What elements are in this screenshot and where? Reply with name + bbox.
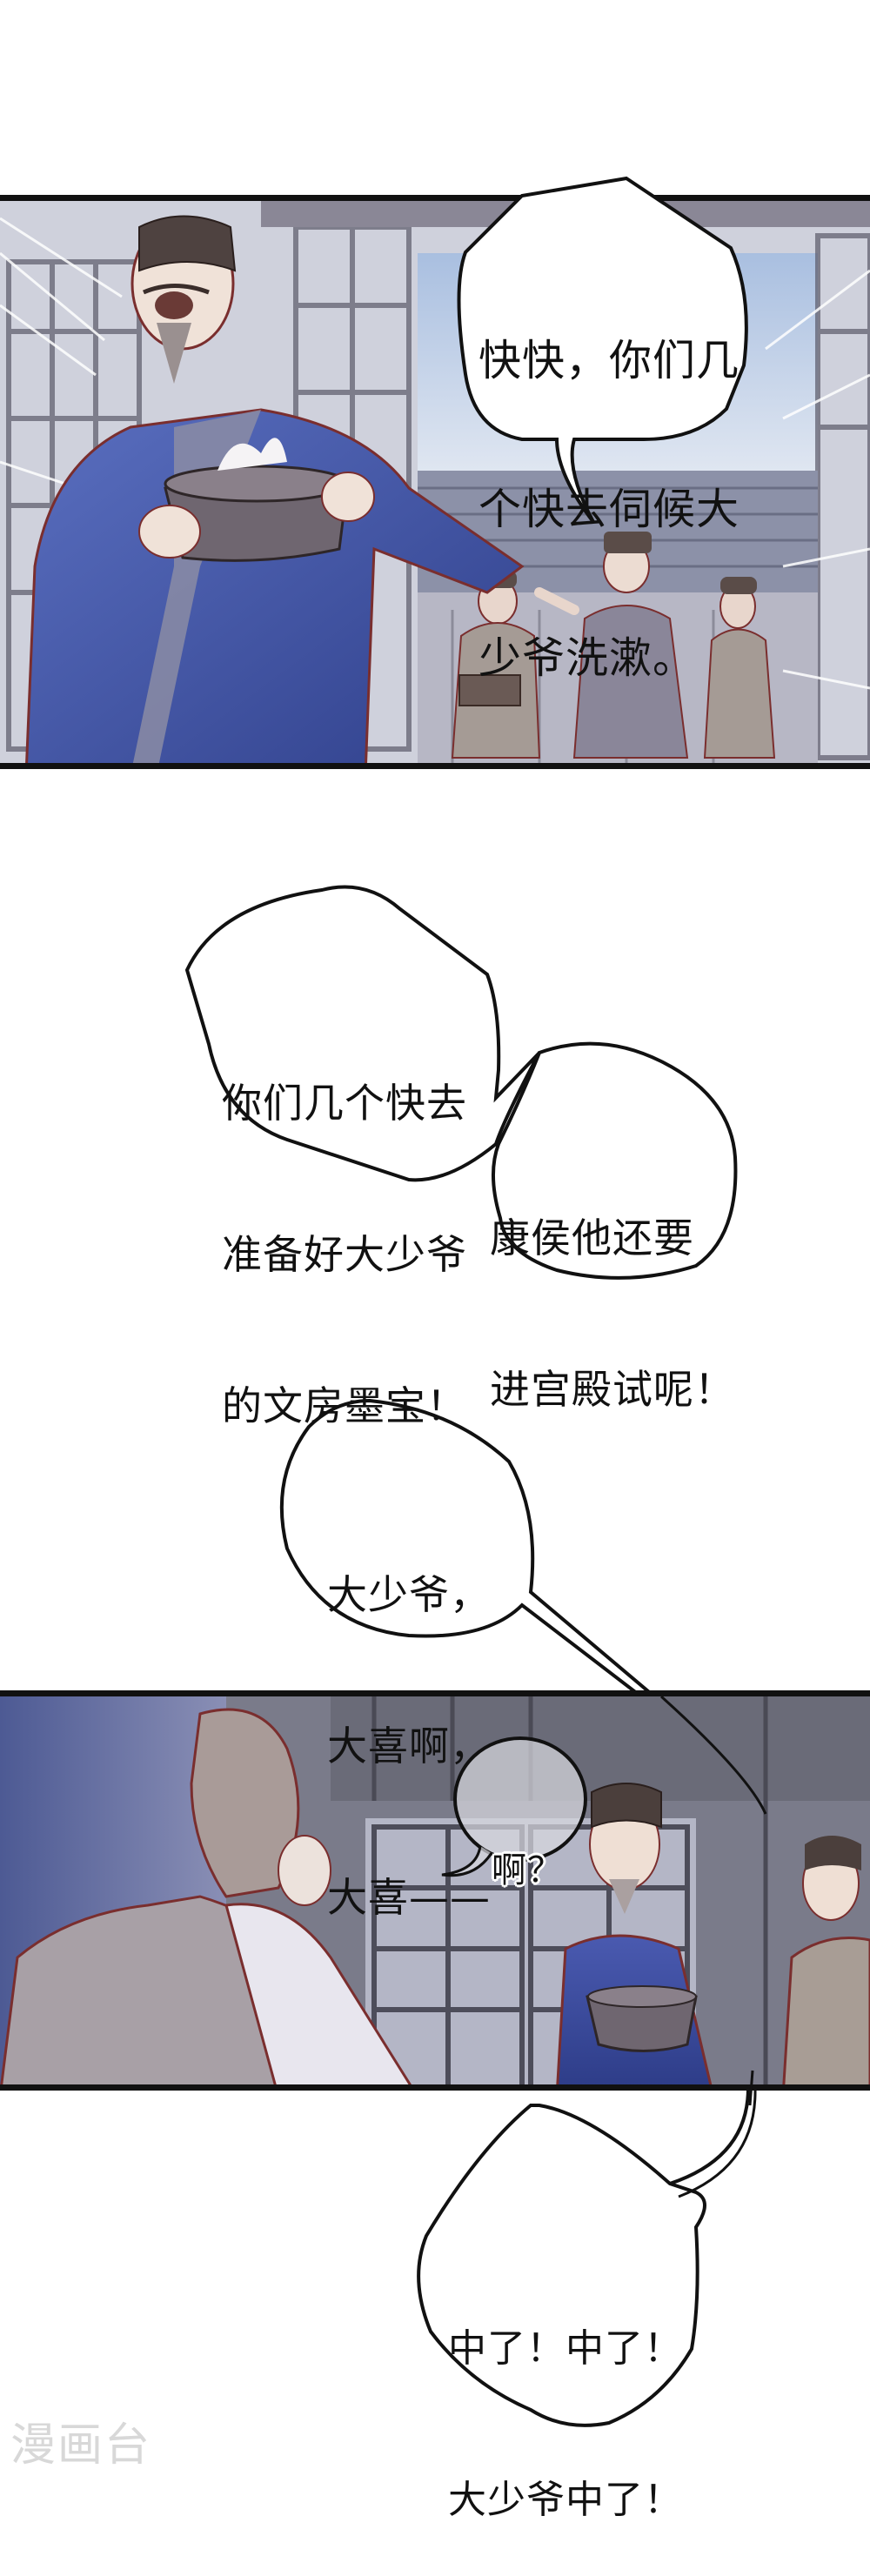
bubble-2-line-1: 你们几个快去 — [222, 1080, 467, 1127]
bubble-4-line-2: 大喜啊， — [327, 1723, 491, 1770]
bubble-2-line-3: 的文房墨宝！ — [222, 1382, 467, 1429]
bubble-3-line-1: 康侯他还要 — [490, 1214, 694, 1261]
main-servant-figure — [25, 215, 525, 763]
bubble-1-line-2: 个快去伺候大 — [478, 485, 740, 534]
bubble-6-line-2: 大少爷中了！ — [448, 2478, 683, 2522]
young-master-figure — [0, 1708, 412, 2084]
speech-bubble-4: 大少爷， 大喜啊， 大喜—— — [327, 1469, 491, 1973]
watermark-logo: 漫画台 — [10, 2419, 152, 2472]
speech-bubble-5: 啊？ — [492, 1770, 563, 1931]
speech-bubble-6: 中了！中了！ 大少爷中了！ — [448, 2223, 683, 2576]
bubble-3-line-2: 进宫殿试呢！ — [490, 1366, 735, 1413]
bubble-5-line-1: 啊？ — [492, 1850, 563, 1890]
bubble-4-line-1: 大少爷， — [327, 1571, 491, 1618]
speech-bubble-3: 康侯他还要 进宫殿试呢！ — [490, 1112, 735, 1465]
servant-with-basin-figure — [556, 1783, 713, 2084]
bubble-1-line-1: 快快，你们几 — [478, 336, 740, 385]
bubble-1-line-3: 少爷洗漱。 — [478, 633, 697, 683]
panel-2-artwork — [0, 1696, 870, 2084]
speech-bubble-2: 你们几个快去 准备好大少爷 的文房墨宝！ — [222, 977, 467, 1482]
comic-panel-2 — [0, 1690, 870, 2091]
speech-bubble-1: 快快，你们几 个快去伺候大 少爷洗漱。 — [478, 237, 740, 733]
bubble-4-line-3: 大喜—— — [327, 1874, 491, 1921]
bubble-2-line-2: 准备好大少爷 — [222, 1231, 467, 1278]
bubble-6-line-1: 中了！中了！ — [448, 2326, 683, 2371]
speech-bubble-5-shape — [453, 1736, 587, 1862]
